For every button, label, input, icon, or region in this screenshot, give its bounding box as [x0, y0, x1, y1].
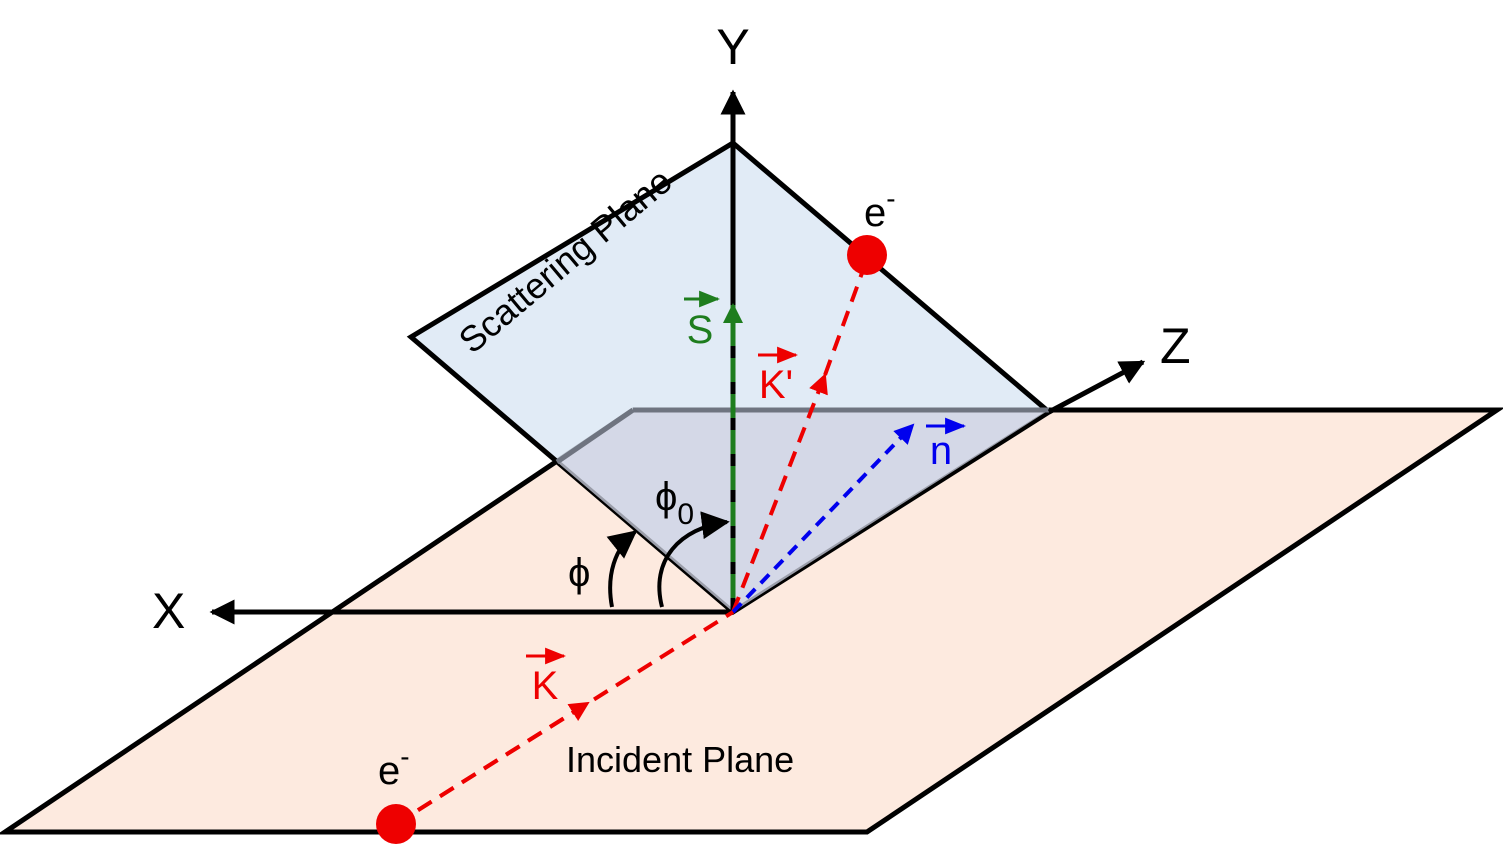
incident-electron-label: e-: [378, 741, 410, 793]
phi0-angle-arc: [657, 511, 730, 608]
incident-plane-hidden-edge: [555, 407, 635, 465]
x-axis-label: X: [152, 583, 185, 639]
phi0-angle-label: ϕ0: [655, 475, 694, 531]
scattered-electron-label: e-: [864, 183, 896, 235]
k-vector-label-group: K: [526, 647, 567, 708]
s-vector-label-group: S: [684, 290, 721, 352]
k-prime-vector-label-group: K': [758, 346, 799, 407]
s-vector-label: S: [687, 308, 714, 352]
incident-electron: [376, 804, 416, 844]
k-prime-path-to-electron: [823, 261, 868, 376]
incident-plane-label: Incident Plane: [566, 739, 794, 780]
incident-electron-charge: -: [400, 741, 409, 772]
k-vector-label: K: [532, 664, 559, 708]
scattered-electron: [847, 235, 887, 275]
k-vector: [394, 701, 590, 826]
scattered-electron-symbol: e: [864, 191, 886, 235]
phi-angle-arc: [606, 530, 638, 608]
phi0-symbol: ϕ: [655, 475, 677, 519]
n-vector-label: n: [930, 429, 952, 473]
z-axis: [1047, 359, 1146, 415]
y-axis-label: Y: [716, 19, 749, 75]
z-axis-label: Z: [1160, 318, 1191, 374]
k-prime-vector-label: K': [759, 363, 793, 407]
phi-angle-label: ϕ: [568, 551, 590, 595]
k-prime-vector: [731, 373, 828, 613]
phi0-subscript: 0: [677, 498, 694, 531]
incident-plane: [0, 407, 1503, 835]
incident-electron-symbol: e: [378, 749, 400, 793]
plane-overlap-region: [557, 410, 1049, 612]
n-vector-label-group: n: [926, 417, 967, 473]
scattered-electron-charge: -: [886, 183, 895, 214]
n-vector: [731, 423, 915, 614]
